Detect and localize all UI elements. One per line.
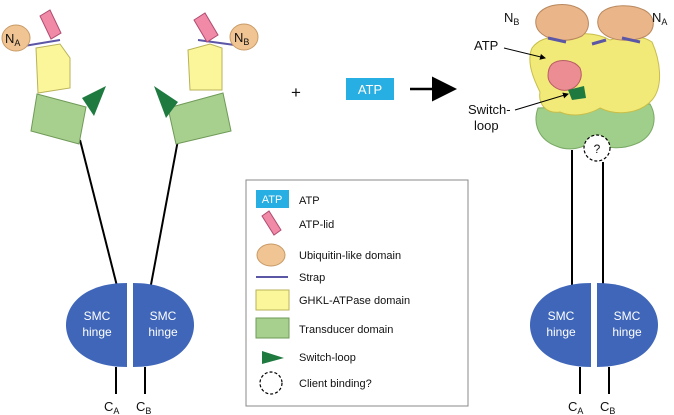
ghkl-atpase-domain-icon xyxy=(255,289,290,311)
legend-label-ubiquitin: Ubiquitin-like domain xyxy=(299,250,401,262)
ubiquitin-like-domain-icon xyxy=(256,243,286,267)
label-cb-left: CB xyxy=(136,399,151,415)
atp-box xyxy=(346,78,394,100)
ghkl-atpase-domain-a xyxy=(35,43,71,94)
surface-switch-loop xyxy=(568,86,586,100)
hinge-label-b-right-line1: SMC xyxy=(614,309,641,323)
label-ca-right: CA xyxy=(568,399,583,415)
switch-loop-icon xyxy=(262,351,284,364)
switch-loop-b xyxy=(154,86,178,118)
client-binding-icon xyxy=(259,371,283,395)
atp-lid-a xyxy=(39,9,62,40)
legend-label-client-binding: Client binding? xyxy=(299,378,372,390)
ubiquitin-like-domain-b xyxy=(229,23,259,51)
surface-strap xyxy=(547,36,641,46)
hinge-label-b-left-line2: hinge xyxy=(148,325,178,339)
coiled-coil-b xyxy=(149,139,179,291)
legend-label-atp-lid: ATP-lid xyxy=(299,219,334,231)
question-mark: ? xyxy=(594,142,601,156)
atp-box-icon xyxy=(256,190,289,208)
smc-hinge-b-right xyxy=(597,283,658,367)
label-nb-right: NB xyxy=(504,10,519,27)
smc-hinge-left-pair: SMC hinge SMC hinge CA CB xyxy=(66,283,194,415)
legend-atp-badge: ATP xyxy=(262,194,283,206)
hinge-label-a-left-line1: SMC xyxy=(84,309,111,323)
transducer-domain-a xyxy=(30,93,87,145)
label-ca-left: CA xyxy=(104,399,119,415)
switch-loop-callout-arrow xyxy=(514,92,569,111)
legend-label-switch-loop: Switch-loop xyxy=(299,352,356,364)
label-atp-callout: ATP xyxy=(474,38,498,53)
legend-label-strap: Strap xyxy=(299,272,325,284)
label-switch-loop-line1: Switch- xyxy=(468,102,511,117)
legend-label-ghkl: GHKL-ATPase domain xyxy=(299,295,410,307)
hinge-label-a-right-line1: SMC xyxy=(548,309,575,323)
legend-label-atp: ATP xyxy=(299,195,320,207)
legend: ATP ATP ATP-lid Ubiquitin-like domain St… xyxy=(245,179,469,407)
atp-lid-b xyxy=(193,12,219,43)
hinge-label-b-left-line1: SMC xyxy=(150,309,177,323)
client-binding-site xyxy=(583,134,611,162)
label-na-left: NA xyxy=(5,31,20,48)
ghkl-atpase-domain-b xyxy=(187,43,223,91)
switch-loop-a xyxy=(82,86,106,116)
surface-ubiquitin-a xyxy=(597,5,654,41)
surface-atp-lid xyxy=(547,60,582,91)
smc-hinge-right-pair: SMC hinge SMC hinge CA CB xyxy=(530,283,658,415)
atp-lid-icon xyxy=(261,210,282,236)
smc-hinge-a-right xyxy=(530,283,591,367)
atp-box-label: ATP xyxy=(358,82,382,97)
smc-hinge-a-left xyxy=(66,283,127,367)
label-cb-right: CB xyxy=(600,399,615,415)
surface-ubiquitin-b xyxy=(535,4,589,41)
ubiquitin-like-domain-a xyxy=(1,24,31,52)
label-nb-left: NB xyxy=(234,30,249,47)
transducer-domain-b xyxy=(167,92,232,145)
hinge-label-b-right-line2: hinge xyxy=(612,325,642,339)
transducer-domain-icon xyxy=(255,317,290,339)
coiled-coil-a xyxy=(79,139,119,291)
label-na-right: NA xyxy=(652,10,667,27)
monomer-b-cartoon: NB xyxy=(149,12,259,291)
label-switch-loop-line2: loop xyxy=(474,118,499,133)
smc-hinge-b-left xyxy=(133,283,194,367)
hinge-label-a-left-line2: hinge xyxy=(82,325,112,339)
legend-label-transducer: Transducer domain xyxy=(299,324,393,336)
plus-sign: + xyxy=(291,83,301,102)
hinge-label-a-right-line2: hinge xyxy=(546,325,576,339)
monomer-a-cartoon: NA xyxy=(1,9,119,291)
atp-callout-arrow xyxy=(503,47,546,60)
dimer-surface-model: ? xyxy=(529,4,661,162)
